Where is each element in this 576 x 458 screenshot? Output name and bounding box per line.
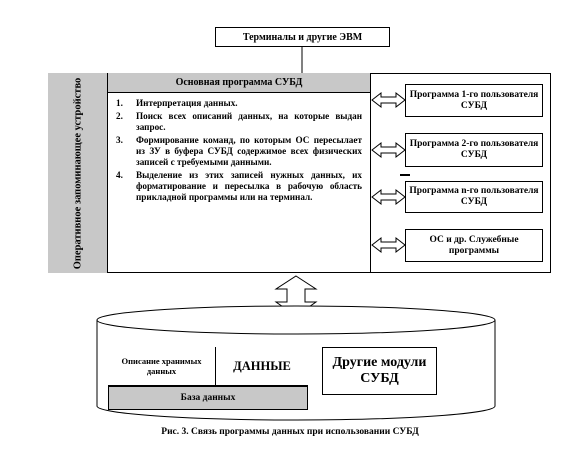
ozu-sidebar: Оперативное запоминающее устройство <box>48 73 108 273</box>
user-program-n-box: Программа n-го пользователя СУБД <box>405 181 543 213</box>
step-item: 1. Интерпретация данных. <box>116 98 362 109</box>
os-service-programs-box: ОС и др. Служебные программы <box>405 229 543 262</box>
user-program-1-box: Программа 1-го пользователя СУБД <box>405 84 543 117</box>
main-program-title: Основная программа СУБД <box>175 77 303 88</box>
terminals-label: Терминалы и другие ЭВМ <box>242 31 363 43</box>
step-text: Интерпретация данных. <box>136 98 238 108</box>
data-description-cell: Описание хранимых данных <box>108 347 216 386</box>
step-text: Поиск всех описаний данных, на которые в… <box>136 111 362 132</box>
step-number: 2. <box>116 111 123 121</box>
user-program-n-label: Программа n-го пользователя СУБД <box>409 186 539 207</box>
step-item: 4. Выделение из этих записей нужных данны… <box>116 170 362 203</box>
main-area-separator <box>370 73 371 273</box>
figure-caption: Рис. 3. Связь программы данных при испол… <box>161 427 419 437</box>
os-service-programs-label: ОС и др. Служебные программы <box>429 234 519 256</box>
ozu-label: Оперативное запоминающее устройство <box>72 77 84 269</box>
terminals-box: Терминалы и другие ЭВМ <box>215 27 390 47</box>
other-modules-label: Другие модули СУБД <box>332 355 427 386</box>
other-modules-box: Другие модули СУБД <box>322 347 437 395</box>
data-label: ДАННЫЕ <box>233 358 291 373</box>
step-text: Выделение из этих записей нужных данных,… <box>136 170 362 202</box>
ellipsis-dash <box>400 174 410 176</box>
user-program-2-label: Программа 2-го пользователя СУБД <box>409 139 539 160</box>
user-program-1-label: Программа 1-го пользователя СУБД <box>409 89 539 111</box>
step-item: 2. Поиск всех описаний данных, на которые… <box>116 111 362 133</box>
main-program-steps: 1. Интерпретация данных. 2. Поиск всех опи… <box>116 98 362 205</box>
database-label-bar: База данных <box>108 386 308 410</box>
step-number: 3. <box>116 135 123 145</box>
main-program-header: Основная программа СУБД <box>108 73 370 93</box>
database-label: База данных <box>180 393 236 403</box>
data-cell: ДАННЫЕ <box>216 347 308 386</box>
step-text: Формирование команд, по которым ОС перес… <box>136 135 362 167</box>
step-number: 4. <box>116 170 123 180</box>
step-number: 1. <box>116 98 123 108</box>
data-description-label: Описание хранимых данных <box>121 356 202 376</box>
step-item: 3. Формирование команд, по которым ОС пер… <box>116 135 362 168</box>
user-program-2-box: Программа 2-го пользователя СУБД <box>405 133 543 167</box>
